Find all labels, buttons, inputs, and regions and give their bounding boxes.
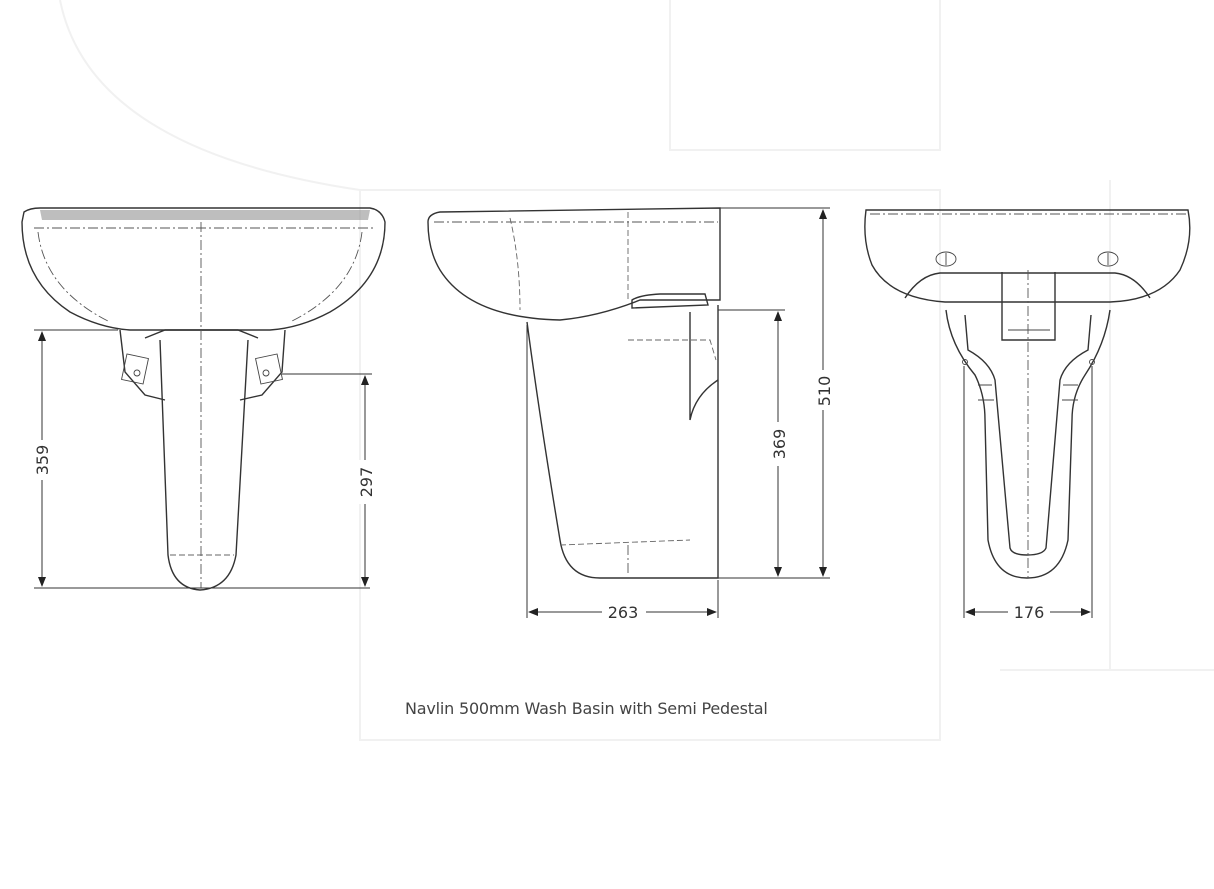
dimension-label-176: 176 xyxy=(1014,603,1045,622)
front-view xyxy=(21,207,386,591)
back-view xyxy=(864,209,1191,579)
side-dimension-263: 263 xyxy=(526,325,719,622)
front-dimension-297: 297 xyxy=(282,373,376,587)
dimension-label-359: 359 xyxy=(33,445,52,476)
dimension-label-263: 263 xyxy=(608,603,639,622)
background-watermark xyxy=(59,0,1214,741)
drawing-caption: Navlin 500mm Wash Basin with Semi Pedest… xyxy=(405,699,768,718)
front-dimension-359: 359 xyxy=(33,329,370,589)
dimension-label-369: 369 xyxy=(770,429,789,460)
dimension-label-510: 510 xyxy=(815,376,834,407)
side-dimension-369: 369 xyxy=(718,309,789,577)
dimension-label-297: 297 xyxy=(357,467,376,498)
side-view xyxy=(427,207,721,579)
side-dimension-510: 510 xyxy=(718,207,834,579)
back-dimension-176: 176 xyxy=(963,366,1093,622)
